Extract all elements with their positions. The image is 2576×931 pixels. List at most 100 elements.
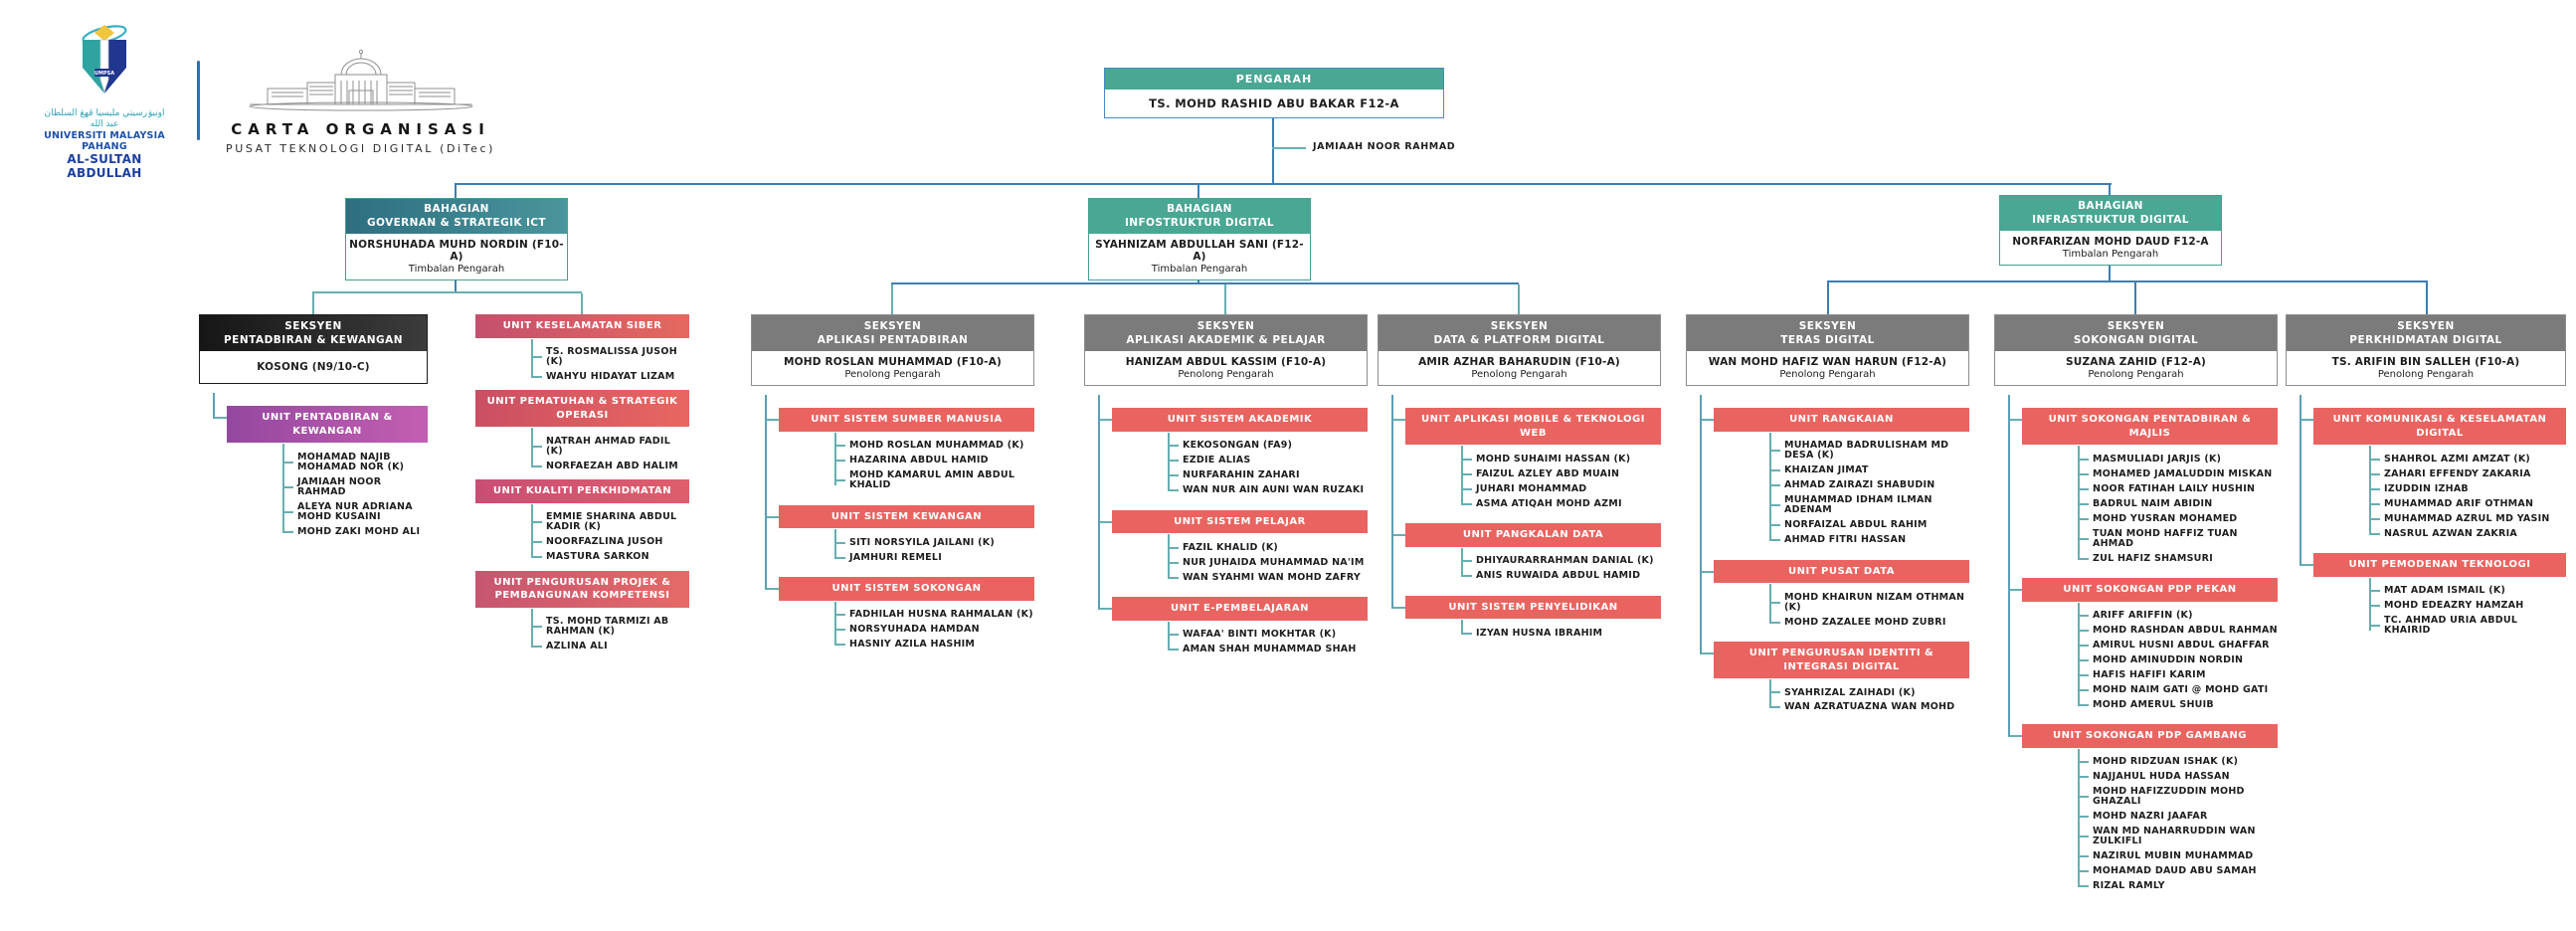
member-name: JAMIAAH NOOR RAHMAD [282, 474, 428, 499]
division-head-name: NORFARIZAN MOHD DAUD F12-A [2012, 236, 2209, 249]
member-name: AHMAD ZAIRAZI SHABUDIN [1769, 478, 1969, 493]
section-title-line1: SEKSYEN [1196, 320, 1255, 332]
member-name: TUAN MOHD HAFFIZ TUAN AHMAD [2078, 526, 2278, 551]
unit-list: UNIT RANGKAIAN MUHAMAD BADRULISHAM MD DE… [1686, 395, 1969, 715]
member-list: MOHAMAD NAJIB MOHAMAD NOR (K)JAMIAAH NOO… [282, 444, 428, 539]
member-name: MOHD RIDZUAN ISHAK (K) [2078, 755, 2278, 770]
unit-block: UNIT PANGKALAN DATA DHIYAURARRAHMAN DANI… [1391, 510, 1661, 585]
member-name: MUHAMAD BADRULISHAM MD DESA (K) [1769, 439, 1969, 464]
section-head-role: Penolong Pengarah [844, 369, 941, 381]
member-name: MOHD RASHDAN ABDUL RAHMAN [2078, 624, 2278, 639]
connector-line [1827, 280, 2428, 282]
unit-block: UNIT PEMODENAN TEKNOLOGI MAT ADAM ISMAIL… [2300, 540, 2566, 638]
member-name: HAFIS HAFIFI KARIM [2078, 667, 2278, 682]
unit-list: UNIT SISTEM SUMBER MANUSIA MOHD ROSLAN M… [751, 395, 1034, 652]
member-name: NATRAH AHMAD FADIL (K) [531, 434, 689, 459]
connector-line [891, 284, 893, 314]
unit-title: UNIT SOKONGAN PDP PEKAN [2022, 578, 2278, 602]
unit-block: UNIT SOKONGAN PENTADBIRAN & MAJLIS MASMU… [2008, 395, 2278, 566]
member-name: HASNIY AZILA HASHIM [834, 638, 1034, 652]
member-name: NORFAIZAL ABDUL RAHIM [1769, 518, 1969, 533]
unit-title: UNIT SOKONGAN PENTADBIRAN & MAJLIS [2022, 408, 2278, 446]
section-head-name: KOSONG (N9/10-C) [257, 361, 370, 374]
org-column: SEKSYEN DATA & PLATFORM DIGITAL AMIR AZH… [1378, 314, 1661, 652]
member-name: NORSYUHADA HAMDAN [834, 623, 1034, 638]
umpsa-shield-icon: UMPSA [82, 25, 127, 93]
section-title-line2: APLIKASI PENTADBIRAN [817, 334, 969, 347]
division-head-role: Timbalan Pengarah [408, 264, 505, 276]
section-head-role: Penolong Pengarah [2377, 369, 2475, 381]
section-title: SEKSYEN PERKHIDMATAN DIGITAL [2287, 315, 2565, 352]
unit-title: UNIT SISTEM KEWANGAN [779, 504, 1034, 529]
unit-block: UNIT KESELAMATAN SIBER TS. ROSMALISSA JU… [475, 314, 689, 384]
member-list: WAFAA' BINTI MOKHTAR (K)AMAN SHAH MUHAMM… [1168, 621, 1368, 657]
member-name: JAMHURI REMELI [834, 550, 1034, 565]
section-title-line1: SEKSYEN [1490, 320, 1549, 332]
division-title: BAHAGIAN INFRASTRUKTUR DIGITAL [2000, 196, 2221, 232]
member-name: MOHD AMERUL SHUIB [2078, 697, 2278, 712]
division-head-role: Timbalan Pengarah [1151, 264, 1248, 276]
unit-title: UNIT PANGKALAN DATA [1405, 523, 1661, 547]
building-illustration-icon [249, 49, 473, 111]
member-name: MASMULIADI JARJIS (K) [2078, 452, 2278, 466]
member-name: AMIRUL HUSNI ABDUL GHAFFAR [2078, 639, 2278, 653]
member-name: ASMA ATIQAH MOHD AZMI [1461, 496, 1661, 511]
section-title-line2: PERKHIDMATAN DIGITAL [2349, 334, 2502, 347]
member-name: NAZIRUL MUBIN MUHAMMAD [2078, 849, 2278, 864]
member-name: WAHYU HIDAYAT LIZAM [531, 369, 689, 384]
unit-list: UNIT APLIKASI MOBILE & TEKNOLOGI WEB MOH… [1378, 395, 1661, 641]
org-column: SEKSYEN TERAS DIGITAL WAN MOHD HAFIZ WAN… [1686, 314, 1969, 727]
unit-title: UNIT PENTADBIRAN & KEWANGAN [227, 406, 428, 444]
connector-line [1827, 282, 1829, 314]
logo-university-line2: AL-SULTAN ABDULLAH [67, 151, 142, 180]
sections-layer: SEKSYEN PENTADBIRAN & KEWANGAN KOSONG (N… [0, 314, 2576, 931]
section-title: SEKSYEN TERAS DIGITAL [1687, 315, 1968, 352]
member-name: NUR JUHAIDA MUHAMMAD NA'IM [1168, 555, 1368, 570]
member-name: MUHAMMAD IDHAM ILMAN ADENAM [1769, 493, 1969, 518]
member-name: NASRUL AZWAN ZAKRIA [2369, 526, 2566, 541]
member-name: NOORFAZLINA JUSOH [531, 535, 689, 550]
org-column: SEKSYEN PENTADBIRAN & KEWANGAN KOSONG (N… [199, 314, 428, 551]
section-box: SEKSYEN APLIKASI AKADEMIK & PELAJAR HANI… [1084, 314, 1368, 387]
connector-line [312, 293, 314, 314]
unit-title: UNIT KUALITI PERKHIDMATAN [475, 479, 689, 503]
unit-block: UNIT SISTEM KEWANGAN SITI NORSYILA JAILA… [765, 491, 1034, 566]
member-name: NORFAEZAH ABD HALIM [531, 459, 689, 473]
section-box: SEKSYEN APLIKASI PENTADBIRAN MOHD ROSLAN… [751, 314, 1034, 387]
unit-title: UNIT PEMODENAN TEKNOLOGI [2313, 553, 2566, 577]
section-title-line1: SEKSYEN [1798, 320, 1857, 332]
division-title-line2: INFOSTRUKTUR DIGITAL [1124, 216, 1274, 229]
section-head-role: Penolong Pengarah [1779, 369, 1876, 381]
unit-title: UNIT PEMATUHAN & STRATEGIK OPERASI [475, 390, 689, 428]
unit-block: UNIT SISTEM PELAJAR FAZIL KHALID (K)NUR … [1098, 496, 1368, 586]
unit-block: UNIT SISTEM SOKONGAN FADHILAH HUSNA RAHM… [765, 564, 1034, 652]
member-name: FADHILAH HUSNA RAHMALAN (K) [834, 608, 1034, 623]
member-name: MOHD ZAKI MOHD ALI [282, 524, 428, 539]
unit-title: UNIT APLIKASI MOBILE & TEKNOLOGI WEB [1405, 408, 1661, 446]
unit-title: UNIT PUSAT DATA [1714, 559, 1969, 584]
connector-line [2109, 185, 2111, 195]
member-name: IZUDDIN IZHAB [2369, 481, 2566, 496]
unit-title: UNIT PENGURUSAN IDENTITI & INTEGRASI DIG… [1714, 642, 1969, 678]
unit-title: UNIT SISTEM PENYELIDIKAN [1405, 595, 1661, 620]
member-name: DHIYAURARRAHMAN DANIAL (K) [1461, 554, 1661, 569]
unit-block: UNIT SOKONGAN PDP GAMBANG MOHD RIDZUAN I… [2008, 711, 2278, 894]
member-name: ANIS RUWAIDA ABDUL HAMID [1461, 569, 1661, 584]
section-title-line1: SEKSYEN [284, 320, 342, 332]
member-name: HAZARINA ABDUL HAMID [834, 454, 1034, 468]
unit-title: UNIT E-PEMBELAJARAN [1112, 597, 1368, 621]
division-title: BAHAGIAN GOVERNAN & STRATEGIK ICT [346, 199, 567, 235]
member-list: NATRAH AHMAD FADIL (K)NORFAEZAH ABD HALI… [531, 428, 689, 473]
unit-block: UNIT PENGURUSAN PROJEK & PEMBANGUNAN KOM… [475, 570, 689, 654]
section-title: SEKSYEN SOKONGAN DIGITAL [1995, 315, 2277, 352]
member-list: MOHD SUHAIMI HASSAN (K)FAIZUL AZLEY ABD … [1461, 446, 1661, 511]
member-name: MUHAMMAD ARIF OTHMAN [2369, 496, 2566, 511]
section-title-line2: DATA & PLATFORM DIGITAL [1433, 334, 1605, 347]
member-name: EMMIE SHARINA ABDUL KADIR (K) [531, 510, 689, 535]
division-head-name: SYAHNIZAM ABDULLAH SANI (F12-A) [1095, 239, 1304, 264]
division-head-role: Timbalan Pengarah [2062, 249, 2159, 261]
member-name: RIZAL RAMLY [2078, 879, 2278, 894]
member-name: MOHD AMINUDDIN NORDIN [2078, 653, 2278, 668]
division-title-line1: BAHAGIAN [2078, 200, 2143, 212]
